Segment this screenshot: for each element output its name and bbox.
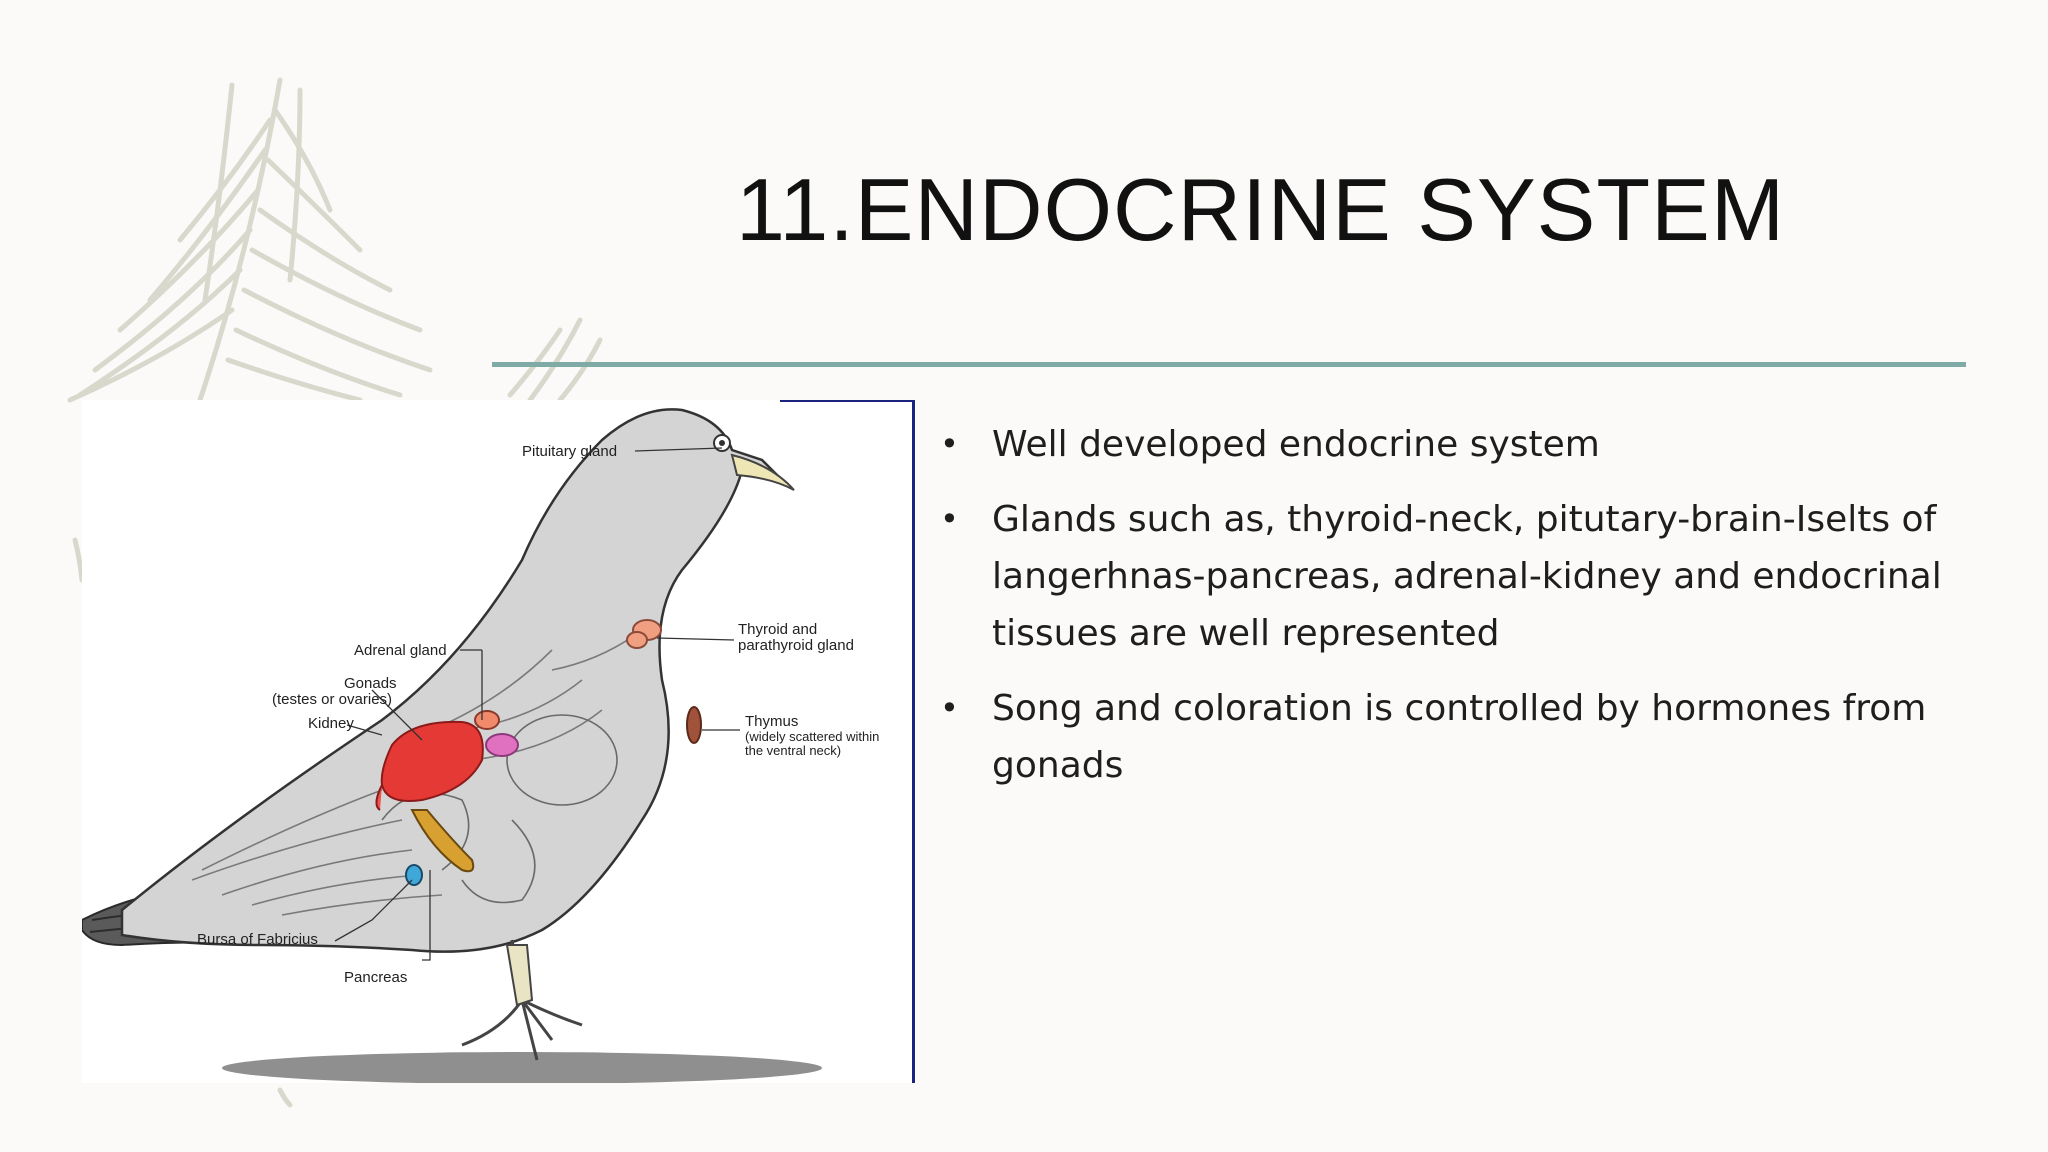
leader-lines bbox=[334, 447, 740, 961]
label-thyroid-line2: parathyroid gland bbox=[738, 637, 854, 654]
bullet-text: Well developed endocrine system bbox=[992, 424, 1600, 465]
adrenal-organ bbox=[474, 710, 500, 730]
bullet-item: • Glands such as, thyroid-neck, pitutary… bbox=[932, 491, 1972, 662]
label-adrenal: Adrenal gland bbox=[354, 642, 447, 659]
label-pancreas: Pancreas bbox=[344, 969, 408, 986]
bullet-dot-icon: • bbox=[940, 425, 959, 463]
label-thymus-line3: the ventral neck) bbox=[745, 743, 842, 758]
bullet-dot-icon: • bbox=[940, 689, 959, 727]
diagram-top-border bbox=[780, 400, 915, 402]
gonad-organ bbox=[485, 733, 519, 757]
label-gonads-line1: Gonads bbox=[344, 675, 397, 692]
label-bursa: Bursa of Fabricius bbox=[197, 931, 318, 948]
pigeon-illustration bbox=[82, 408, 822, 1083]
slide-title: 11.ENDOCRINE SYSTEM bbox=[736, 160, 1786, 259]
pancreas-organ bbox=[410, 809, 475, 873]
pupil bbox=[719, 440, 725, 446]
bullet-text: Song and coloration is controlled by hor… bbox=[992, 688, 1927, 786]
bullet-text: Glands such as, thyroid-neck, pitutary-b… bbox=[992, 499, 1942, 654]
palm-leaf-decoration bbox=[67, 77, 603, 1108]
label-thymus-line1: Thymus bbox=[745, 713, 799, 730]
bullet-item: • Song and coloration is controlled by h… bbox=[932, 680, 1972, 794]
bird-endocrine-diagram: Pituitary gland Thyroid and parathyroid … bbox=[82, 400, 916, 1083]
title-divider bbox=[492, 362, 1966, 367]
bullet-list: • Well developed endocrine system • Glan… bbox=[932, 416, 1972, 812]
bursa-organ bbox=[405, 864, 423, 886]
legs bbox=[461, 939, 583, 1061]
label-thymus-line2: (widely scattered within bbox=[745, 729, 880, 744]
bullet-dot-icon: • bbox=[940, 500, 959, 538]
beak bbox=[730, 453, 795, 491]
diagram-right-border bbox=[912, 400, 915, 1083]
pigeon-body bbox=[120, 408, 787, 953]
thymus-organ bbox=[686, 706, 702, 744]
label-gonads-line2: (testes or ovaries) bbox=[272, 691, 393, 708]
label-kidney: Kidney bbox=[308, 715, 354, 732]
bullet-item: • Well developed endocrine system bbox=[932, 416, 1972, 473]
kidney-organ bbox=[380, 720, 484, 802]
label-thyroid-line1: Thyroid and bbox=[738, 621, 818, 638]
ground-shadow bbox=[222, 1052, 822, 1083]
label-pituitary: Pituitary gland bbox=[522, 443, 618, 460]
